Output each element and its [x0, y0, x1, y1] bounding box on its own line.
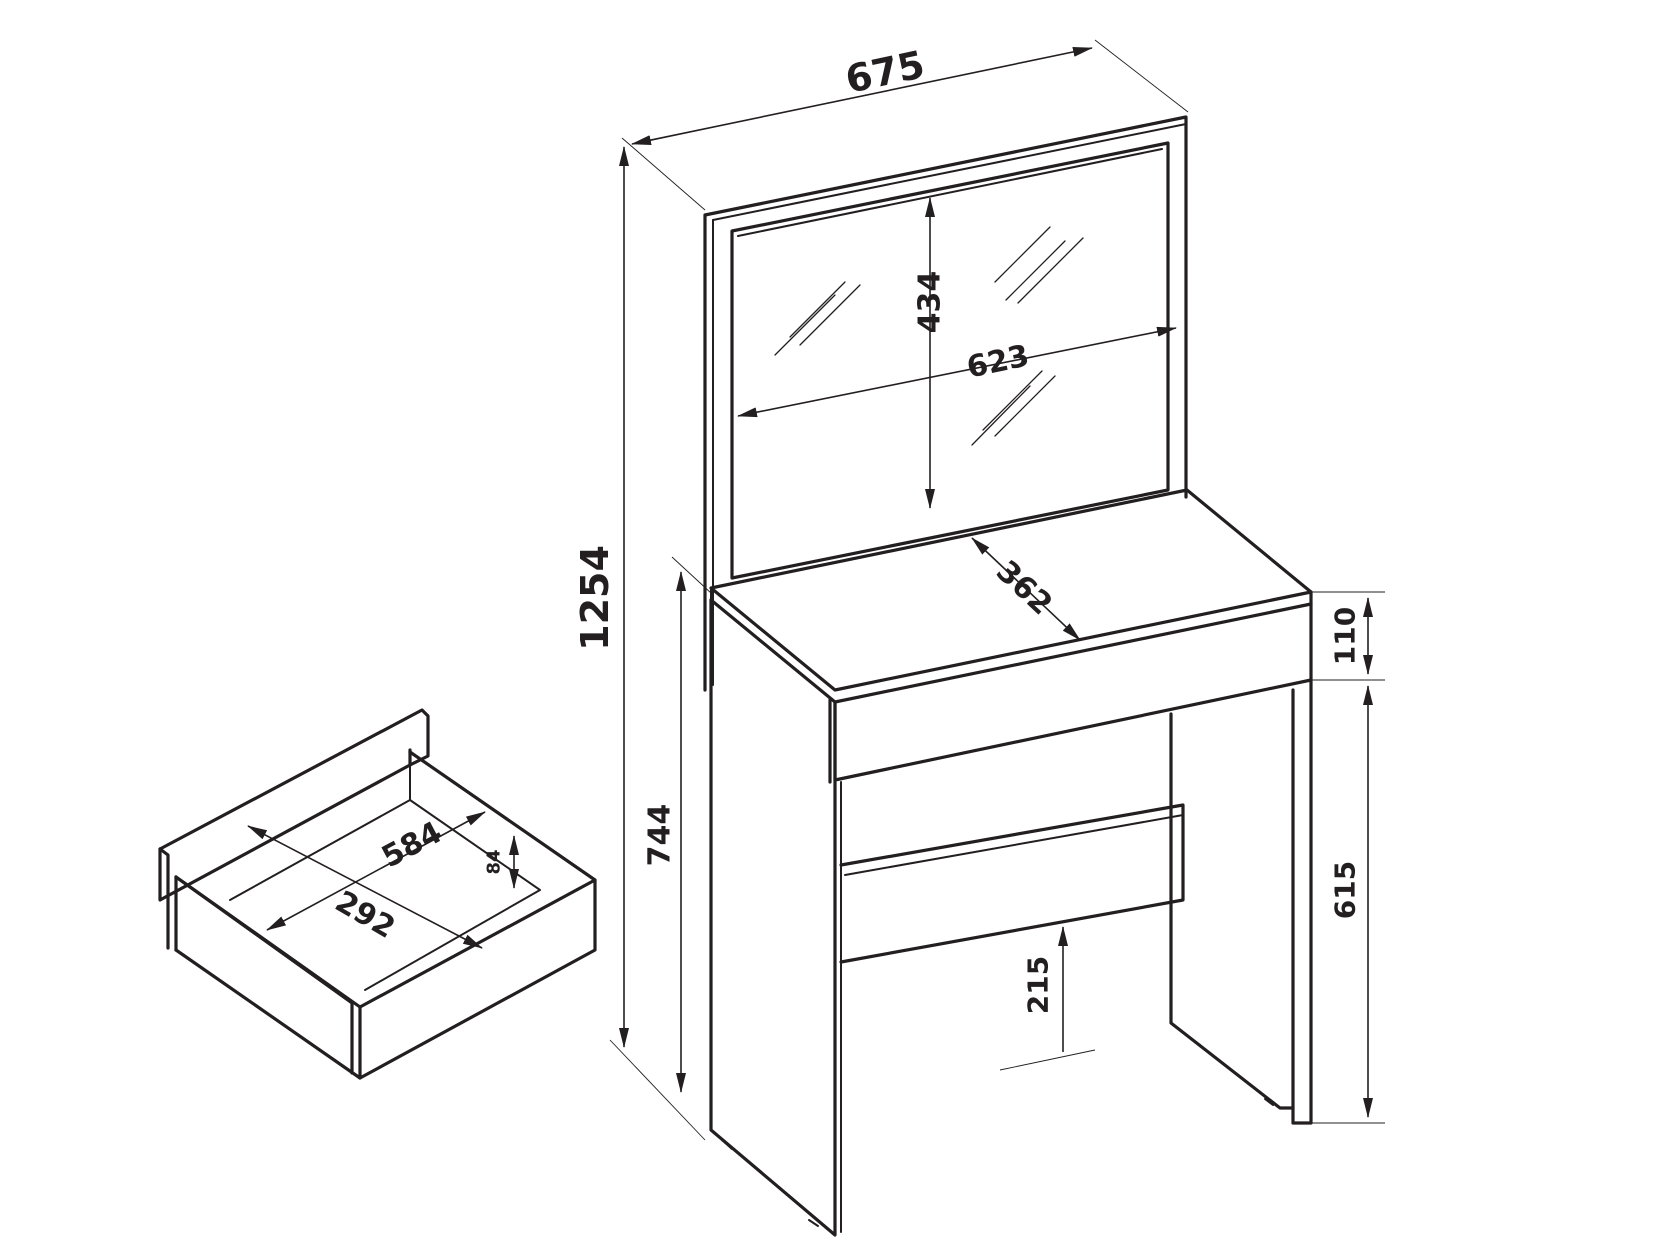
right-side-panel — [1169, 678, 1313, 1125]
label-drawer-inner-width: 584 — [376, 815, 448, 875]
mirror-board — [703, 115, 1188, 692]
label-mirror-width: 623 — [964, 338, 1033, 385]
mirror-reflection-lines — [774, 226, 1084, 446]
label-crossbar-clearance: 215 — [1022, 956, 1055, 1014]
mirror-glass — [730, 141, 1170, 580]
dimension-arrow-drawer-width — [266, 811, 486, 931]
dimension-arrow-mirror-width — [737, 326, 1177, 418]
vanity-table — [703, 115, 1313, 1237]
label-mirror-height: 434 — [913, 271, 948, 334]
label-leg-clearance: 615 — [1329, 861, 1362, 919]
label-drawer-front-height: 110 — [1329, 607, 1362, 665]
dimension-arrow-table-depth — [971, 537, 1081, 641]
drawer-front — [828, 678, 1313, 784]
dimension-arrow-overall-width — [631, 46, 1093, 146]
left-side-panel — [709, 598, 842, 1237]
dimension-arrows — [247, 46, 1373, 1118]
label-table-height: 744 — [643, 804, 678, 867]
crossbar — [839, 803, 1185, 964]
extension-lines — [609, 39, 1385, 1141]
label-overall-width: 675 — [842, 42, 929, 102]
label-drawer-inner-depth: 292 — [329, 884, 401, 946]
label-drawer-inner-height: 84 — [484, 849, 505, 874]
label-overall-height: 1254 — [573, 545, 617, 651]
